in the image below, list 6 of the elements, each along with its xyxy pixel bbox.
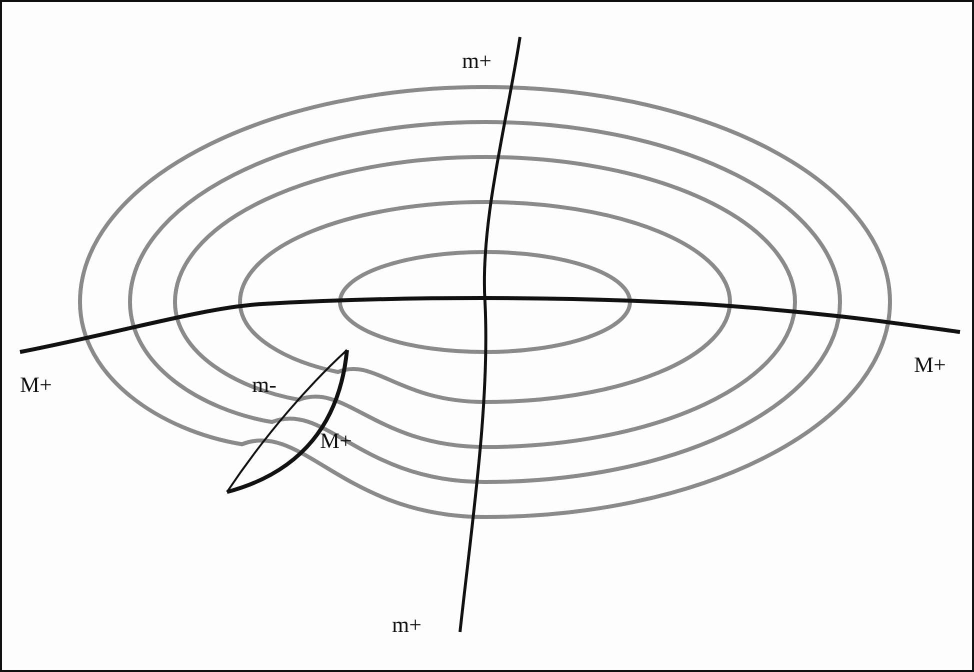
line-label: m- [252,374,276,396]
line-label: M+ [320,430,352,452]
line-label: m+ [462,50,492,72]
line-label: M+ [20,374,52,396]
line-label: M+ [914,354,946,376]
line-label: m+ [392,614,422,636]
